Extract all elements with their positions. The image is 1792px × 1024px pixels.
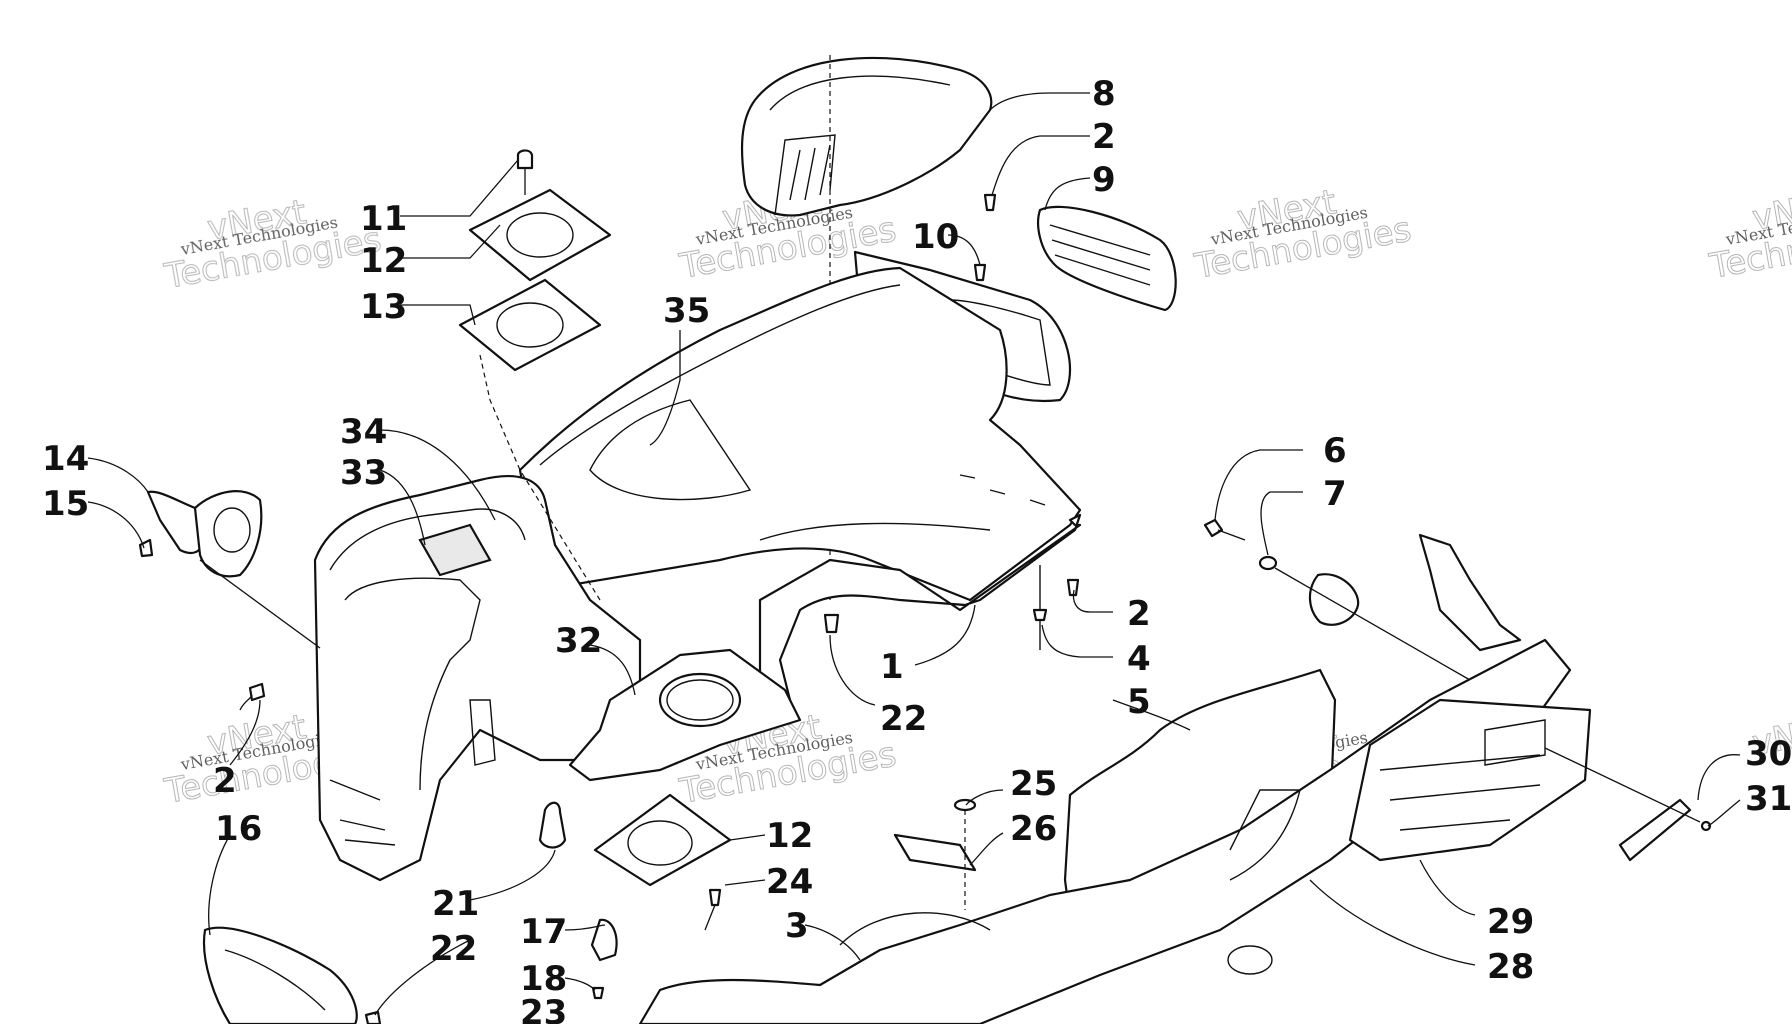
part-small-bracket	[893, 798, 977, 910]
callout-number: 17	[520, 912, 567, 952]
callout-number: 2	[1127, 594, 1151, 634]
callout-number: 2	[213, 761, 237, 801]
callout-number: 25	[1010, 764, 1057, 804]
callout-number: 5	[1127, 682, 1151, 722]
callout-number: 3	[785, 906, 809, 946]
callout-number: 24	[766, 862, 813, 902]
part-side-panel	[1348, 698, 1592, 862]
callout-number: 8	[1092, 74, 1116, 114]
part-pin-screw	[823, 565, 1080, 650]
callout-number: 30	[1745, 734, 1792, 774]
part-bolt-washer	[1203, 518, 1471, 681]
part-intake-plate	[568, 648, 802, 782]
callout-number: 31	[1745, 779, 1792, 819]
callout-number: 2	[1092, 117, 1116, 157]
part-gasket-13	[458, 278, 602, 601]
part-bracket	[1544, 747, 1712, 862]
callout-number: 7	[1323, 474, 1347, 514]
callout-number: 6	[1323, 431, 1347, 471]
callout-number: 10	[912, 217, 959, 257]
callout-number: 22	[430, 929, 477, 969]
callout-number: 26	[1010, 809, 1057, 849]
callout-number: 32	[555, 621, 602, 661]
callout-number: 9	[1092, 160, 1116, 200]
callout-number: 11	[360, 199, 407, 239]
part-small-hardware	[138, 193, 997, 1024]
part-gasket-12-lower	[593, 793, 732, 887]
callout-number: 34	[340, 412, 387, 452]
part-floor-plate	[758, 513, 1082, 732]
callout-number: 16	[215, 809, 262, 849]
part-gasket-11-12	[468, 149, 612, 282]
callout-number: 12	[766, 816, 813, 856]
callout-number: 13	[360, 287, 407, 327]
callout-number: 21	[432, 884, 479, 924]
callout-number: 23	[520, 993, 567, 1024]
callout-number: 1	[880, 647, 904, 687]
part-lower-left-panel	[203, 926, 358, 1024]
callout-number: 14	[42, 439, 89, 479]
part-grille	[1037, 205, 1177, 312]
callout-number: 29	[1487, 902, 1534, 942]
part-left-fender	[313, 475, 642, 882]
parts-drawing	[138, 55, 1712, 1024]
callout-number: 12	[360, 241, 407, 281]
part-rubber-boot	[146, 490, 321, 649]
callout-number: 35	[663, 291, 710, 331]
callout-labels: 8 2 9 10 11 12 13 35 34 33 14 15 6 7 2 4…	[42, 74, 1792, 1024]
callout-leaders	[87, 92, 1741, 1016]
callout-number: 33	[340, 453, 387, 493]
callout-number: 22	[880, 699, 927, 739]
part-body-shell	[518, 266, 1082, 602]
callout-number: 28	[1487, 947, 1534, 987]
callout-number: 4	[1127, 639, 1151, 679]
callout-number: 15	[42, 484, 89, 524]
callout-number: 18	[520, 959, 567, 999]
